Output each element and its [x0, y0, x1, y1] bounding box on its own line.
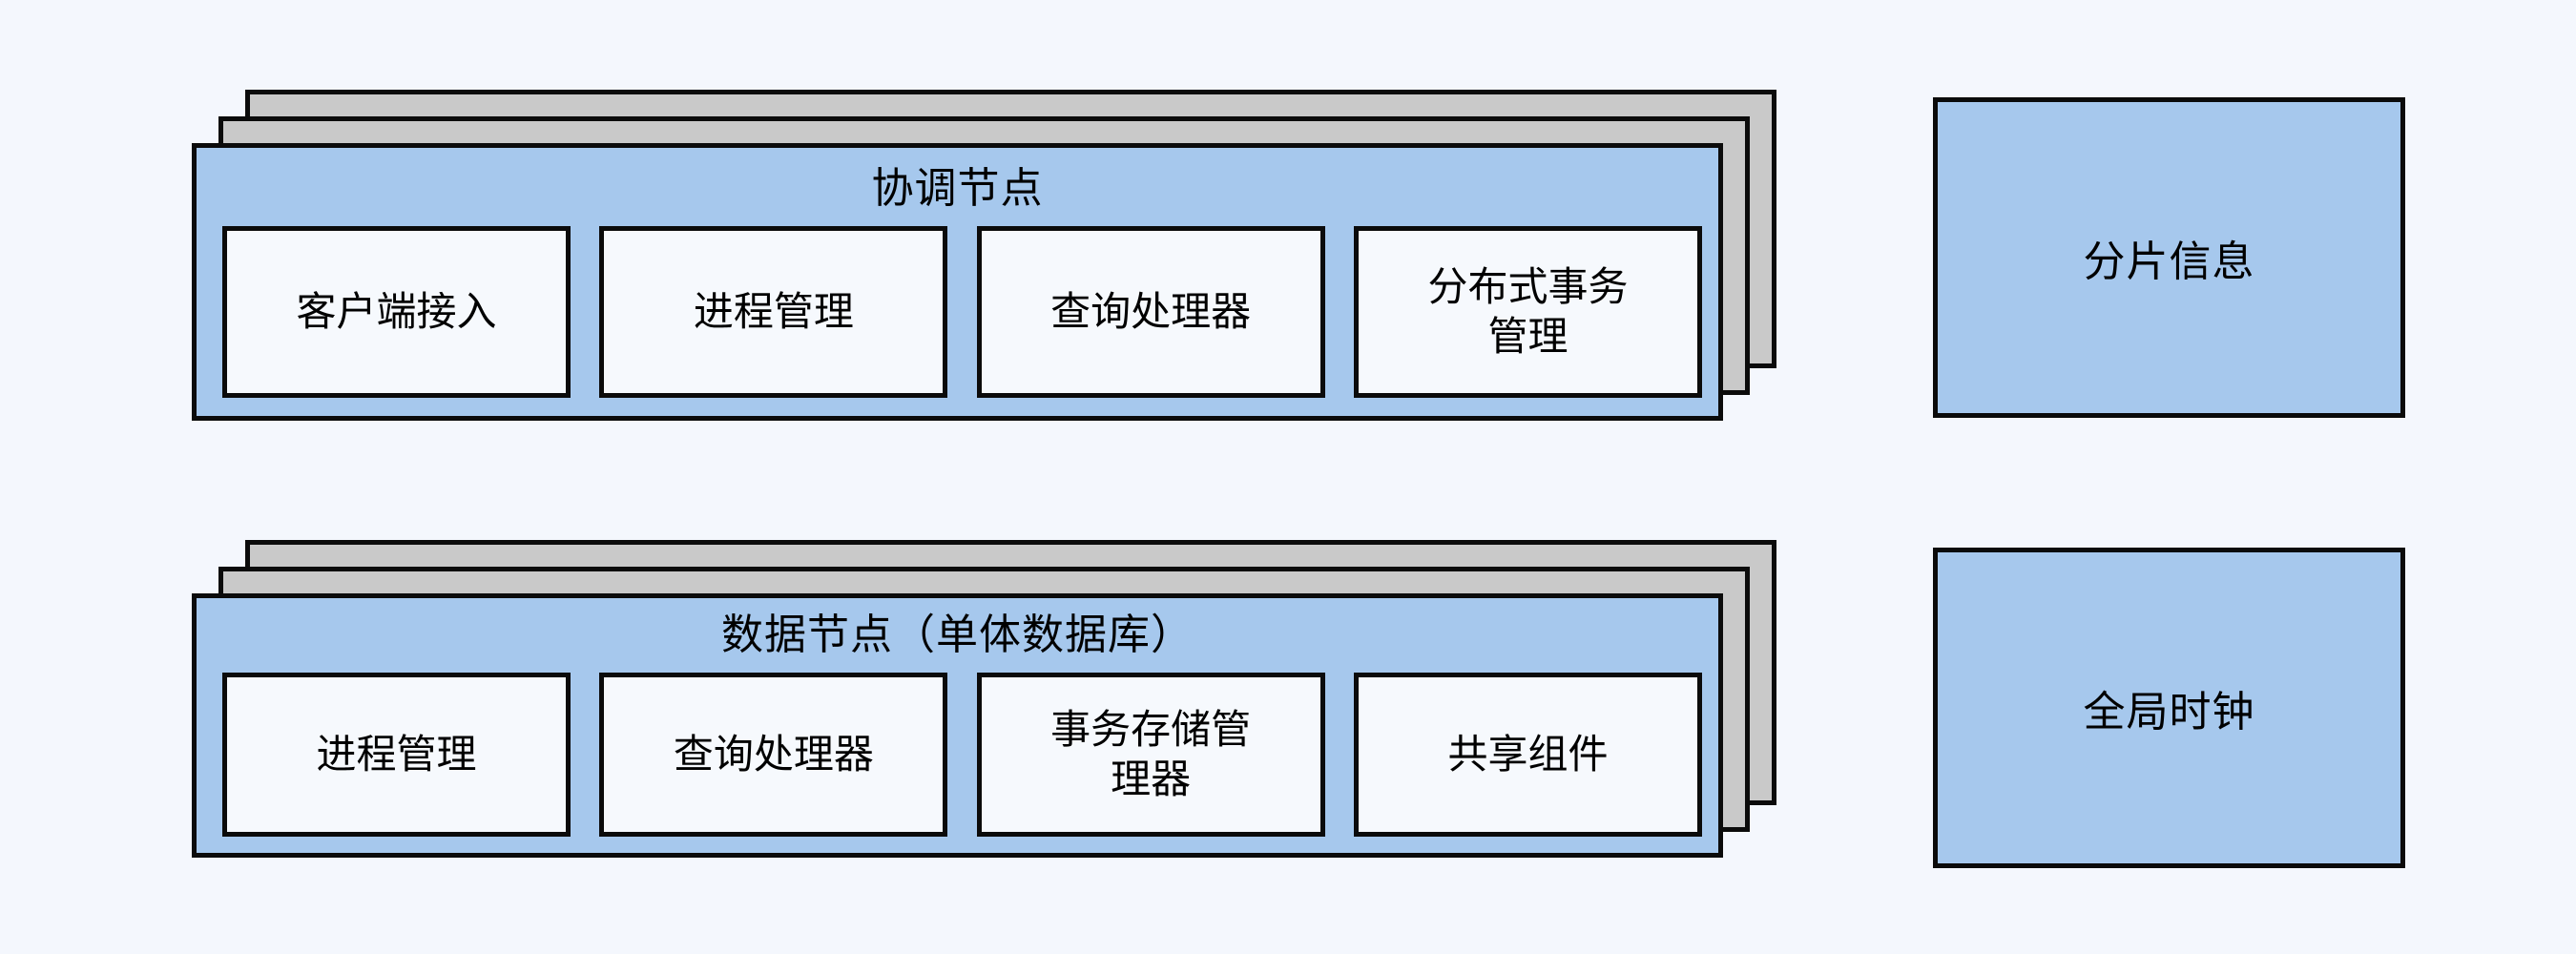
component-label: 查询处理器 — [1050, 288, 1252, 334]
node-group-coordinator[interactable]: 协调节点 客户端接入 进程管理 查询处理器 分布式事务管理 — [192, 90, 1776, 421]
side-box-global-clock[interactable]: 全局时钟 — [1933, 548, 2405, 868]
component-row-coordinator: 客户端接入 进程管理 查询处理器 分布式事务管理 — [222, 226, 1702, 398]
node-title-coordinator: 协调节点 — [871, 165, 1044, 212]
component-box-process-management[interactable]: 进程管理 — [222, 673, 571, 837]
component-label: 分布式事务管理 — [1427, 263, 1629, 359]
component-box-client-access[interactable]: 客户端接入 — [222, 226, 571, 398]
component-label: 事务存储管理器 — [1050, 706, 1252, 801]
side-box-shard-info[interactable]: 分片信息 — [1933, 97, 2405, 418]
component-label: 进程管理 — [693, 288, 854, 334]
side-box-label: 分片信息 — [2083, 238, 2255, 285]
component-box-shared-components[interactable]: 共享组件 — [1353, 673, 1702, 837]
component-box-distributed-transaction-management[interactable]: 分布式事务管理 — [1353, 226, 1702, 398]
component-box-query-processor[interactable]: 查询处理器 — [976, 226, 1325, 398]
node-group-data[interactable]: 数据节点（单体数据库） 进程管理 查询处理器 事务存储管理器 共享组件 — [192, 540, 1776, 858]
side-box-label: 全局时钟 — [2083, 689, 2255, 736]
component-label: 查询处理器 — [673, 731, 874, 777]
component-box-transaction-storage-manager[interactable]: 事务存储管理器 — [976, 673, 1325, 837]
component-label: 进程管理 — [316, 731, 477, 777]
node-title-data: 数据节点（单体数据库） — [721, 612, 1194, 658]
component-label: 共享组件 — [1447, 731, 1609, 777]
component-box-process-management[interactable]: 进程管理 — [599, 226, 948, 398]
node-panel-coordinator[interactable]: 协调节点 客户端接入 进程管理 查询处理器 分布式事务管理 — [192, 143, 1723, 421]
component-row-data: 进程管理 查询处理器 事务存储管理器 共享组件 — [222, 673, 1702, 837]
component-label: 客户端接入 — [296, 288, 497, 334]
node-panel-data[interactable]: 数据节点（单体数据库） 进程管理 查询处理器 事务存储管理器 共享组件 — [192, 593, 1723, 858]
component-box-query-processor[interactable]: 查询处理器 — [599, 673, 948, 837]
